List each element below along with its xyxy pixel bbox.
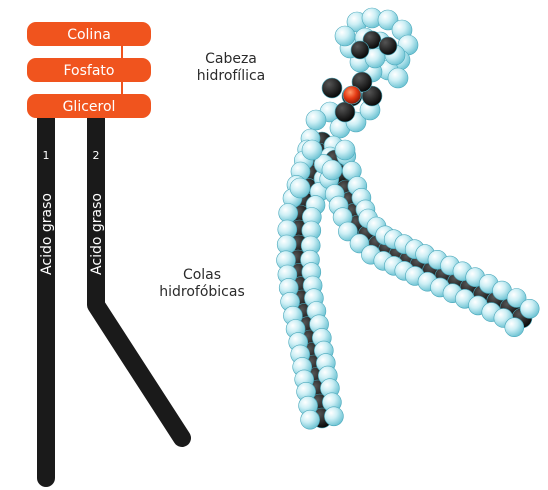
glycerol-hydrogen [289,177,311,199]
phosphorus-atom [342,85,362,105]
tails-label-line2: hidrofóbicas [159,284,245,300]
head-hydrogen [305,109,327,131]
glycerol-hydrogen [334,139,356,161]
chain-label-1: Acido graso [39,193,55,275]
group-box-colina: Colina [27,22,151,46]
tails-label: Colas hidrofóbicas [146,267,258,301]
tail-2-hydrogen [519,298,540,319]
head-label-line1: Cabeza [205,51,257,67]
head-carbon [350,40,370,60]
glycerol-hydrogen [301,139,323,161]
tail-2-hydrogen [506,288,527,308]
tail-1-hydrogen [300,409,320,430]
chain-label-2: Acido graso [89,193,105,275]
head-carbon [378,36,398,56]
chain-number-2: 2 [93,149,100,162]
tail-1-hydrogen [278,203,299,223]
schematic-model: Colina Fosfato Glicerol 1 2 Acido graso … [27,22,191,487]
oxygen-atom [321,77,343,99]
tail-2-hydrogen [504,317,525,338]
head-label-line2: hidrofílica [196,68,266,84]
chain-number-1: 1 [43,149,50,162]
group-box-fosfato: Fosfato [27,58,151,82]
head-hydrogen [334,25,356,47]
tails-label-line1: Colas [182,267,222,283]
oxygen-atom [351,71,373,93]
space-filling-model [276,7,540,430]
head-hydrogen [387,67,409,89]
head-label: Cabeza hidrofílica [186,51,276,85]
fatty-acid-chain-2 [87,105,191,447]
tail-1-hydrogen [324,406,344,427]
group-label-colina: Colina [67,27,111,43]
tail-2-hydrogen [338,221,358,242]
glycerol-hydrogen [321,159,343,181]
group-label-glicerol: Glicerol [63,99,116,115]
group-box-glicerol: Glicerol [27,94,151,118]
group-label-fosfato: Fosfato [64,63,115,79]
oxygen-atom [334,101,356,123]
